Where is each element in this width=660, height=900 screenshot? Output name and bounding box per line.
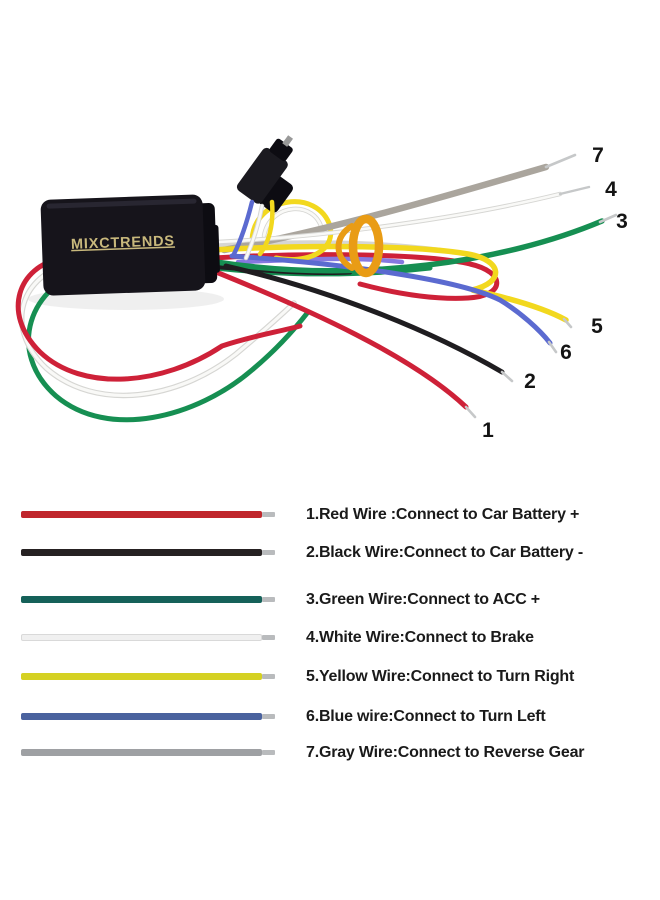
legend-wire-tip	[262, 512, 275, 517]
blue-wire-6	[229, 253, 553, 346]
legend-wire-blue	[21, 713, 262, 720]
cable-tie-knot	[335, 223, 355, 271]
green-wire-loop	[26, 265, 311, 423]
legend-label-black: 2.Black Wire:Connect to Car Battery -	[306, 544, 583, 561]
legend-wire-tip	[262, 674, 275, 679]
tip-7-gray	[544, 153, 577, 169]
wire-number-2: 2	[524, 370, 536, 393]
connector-white-wire	[244, 204, 264, 260]
legend-wire-tip	[262, 750, 275, 755]
wire-number-4: 4	[605, 178, 617, 201]
cable-tie	[335, 214, 384, 278]
legend-wire-tip	[262, 550, 275, 555]
red-wire-1	[213, 269, 469, 410]
tip-2-black	[500, 370, 514, 383]
tip-6-blue	[547, 340, 558, 354]
connector-pin	[282, 135, 294, 147]
legend-wire-red	[21, 511, 262, 518]
wire-number-3: 3	[616, 210, 628, 233]
legend-label-gray: 7.Gray Wire:Connect to Reverse Gear	[306, 744, 585, 761]
legend-item-blue-wire: 6.Blue wire:Connect to Turn Left	[0, 705, 660, 729]
tip-4-white	[558, 185, 591, 196]
legend-item-gray-wire: 7.Gray Wire:Connect to Reverse Gear	[0, 741, 660, 765]
connector-yellow-wire	[257, 199, 275, 257]
green-wire-3	[213, 218, 605, 274]
legend-wire-black	[21, 549, 262, 556]
wiring-legend: 1.Red Wire :Connect to Car Battery + 2.B…	[0, 480, 660, 900]
legend-item-yellow-wire: 5.Yellow Wire:Connect to Turn Right	[0, 665, 660, 689]
legend-wire-tip	[262, 597, 275, 602]
connector-back-half	[255, 173, 293, 213]
legend-wire-white	[21, 634, 262, 641]
wire-number-1: 1	[482, 419, 494, 442]
legend-label-blue: 6.Blue wire:Connect to Turn Left	[306, 708, 546, 725]
red-bundle-loop	[211, 252, 500, 301]
legend-item-red-wire: 1.Red Wire :Connect to Car Battery +	[0, 503, 660, 527]
tip-1-red	[464, 405, 477, 419]
legend-wire-green	[21, 596, 262, 603]
cable-tie-band	[348, 214, 384, 278]
legend-item-white-wire: 4.White Wire:Connect to Brake	[0, 626, 660, 650]
module-body	[40, 194, 206, 296]
module-wire-stub	[202, 224, 220, 274]
brand-label: MIXCTRENDS	[71, 233, 175, 253]
black-wire-2	[223, 263, 505, 375]
module: MIXCTRENDS	[40, 194, 220, 296]
red-wire-loop	[15, 256, 303, 382]
tip-5-yellow	[562, 317, 573, 329]
wire-numbers: 7 4 3 5 6 2 1	[482, 144, 628, 442]
legend-label-red: 1.Red Wire :Connect to Car Battery +	[306, 506, 580, 523]
left-wire-loops	[15, 256, 311, 423]
legend-wire-tip	[262, 635, 275, 640]
legend-label-white: 4.White Wire:Connect to Brake	[306, 629, 534, 646]
legend-wire-tip	[262, 714, 275, 719]
wire-number-5: 5	[591, 315, 603, 338]
connector-main	[236, 147, 288, 204]
legend-label-green: 3.Green Wire:Connect to ACC +	[306, 591, 540, 608]
legend-label-yellow: 5.Yellow Wire:Connect to Turn Right	[306, 668, 575, 685]
yellow-upper-loop	[249, 199, 334, 262]
module-top-sheen	[46, 198, 197, 209]
purple-bundle-strand	[235, 256, 405, 265]
product-photo: MIXCTRENDS	[15, 135, 628, 442]
connector-plug	[236, 135, 294, 213]
legend-item-green-wire: 3.Green Wire:Connect to ACC +	[0, 588, 660, 612]
legend-item-black-wire: 2.Black Wire:Connect to Car Battery -	[0, 541, 660, 565]
legend-wire-gray	[21, 749, 262, 756]
wire-tips	[464, 153, 618, 419]
white-upper-loop	[262, 207, 324, 238]
legend-wire-yellow	[21, 673, 262, 680]
wire-number-7: 7	[592, 144, 604, 167]
connector-blue-wire	[231, 199, 255, 257]
tip-3-green	[598, 213, 618, 224]
yellow-wire-5	[209, 243, 569, 323]
connector-wires	[231, 199, 275, 261]
wire-number-6: 6	[560, 341, 572, 364]
